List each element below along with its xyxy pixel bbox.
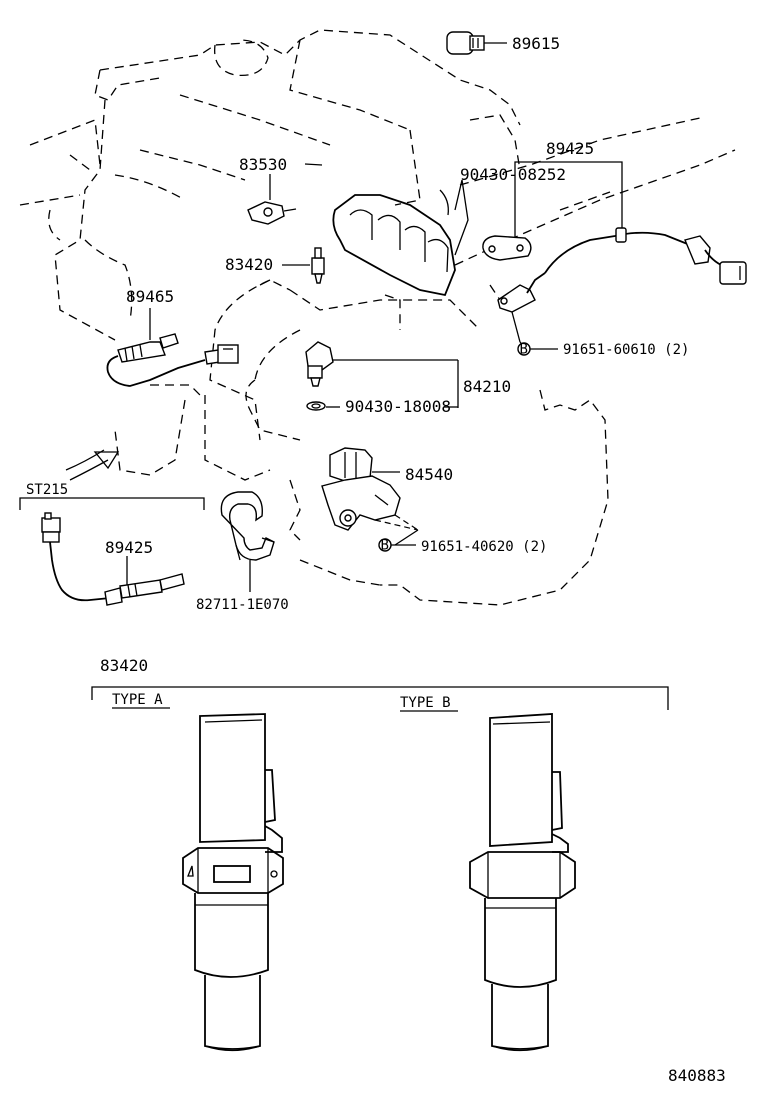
label-84210: 84210	[463, 377, 511, 396]
detail-83420: 83420 TYPE A TYPE B	[91, 656, 669, 712]
part-84540-neutral-start-switch: 84540	[321, 447, 453, 546]
label-83530: 83530	[239, 155, 287, 174]
intake-manifold	[332, 179, 469, 297]
figure-number: 840883	[668, 1066, 726, 1085]
part-83530-oil-pressure-switch: 83530	[239, 155, 323, 225]
direction-arrow	[65, 449, 120, 481]
bolt-91651-60610: B 91651-60610 (2)	[517, 342, 689, 358]
label-83420: 83420	[225, 255, 273, 274]
st215-group: ST215 89425	[19, 482, 205, 606]
label-90430-18008: 90430-18008	[345, 397, 451, 416]
label-89615: 89615	[512, 34, 560, 53]
type-b-sensor-drawing	[469, 713, 576, 1052]
bolt-91651-40620: B 91651-40620 (2)	[378, 538, 547, 555]
label-st215: ST215	[26, 482, 68, 498]
label-91651-40620: 91651-40620 (2)	[421, 539, 547, 555]
engine-outline	[19, 29, 736, 606]
detail-type-b-label: TYPE B	[400, 695, 451, 711]
part-89465-oxygen-sensor: 89465	[106, 287, 239, 387]
part-89425-rear-oxygen-sensor: 89425 90430-08252	[460, 139, 747, 349]
label-89425-top: 89425	[546, 139, 594, 158]
b-marker-1: B	[520, 342, 528, 358]
part-82711-clamp: 82711-1E070	[196, 491, 289, 613]
type-a-sensor-drawing	[182, 713, 284, 1052]
part-89615-vsv: 89615	[446, 31, 560, 55]
label-89425-st215: 89425	[105, 538, 153, 557]
detail-title: 83420	[100, 656, 148, 675]
part-83420-water-temp-sender: 83420	[225, 247, 325, 284]
detail-type-a-label: TYPE A	[112, 692, 163, 708]
label-84540: 84540	[405, 465, 453, 484]
label-91651-60610: 91651-60610 (2)	[563, 342, 689, 358]
b-marker-2: B	[381, 538, 389, 554]
label-90430-08252: 90430-08252	[460, 165, 566, 184]
label-82711-1e070: 82711-1E070	[196, 597, 289, 613]
label-89465: 89465	[126, 287, 174, 306]
part-84210-crank-position-sensor: 84210 90430-18008	[305, 341, 511, 416]
